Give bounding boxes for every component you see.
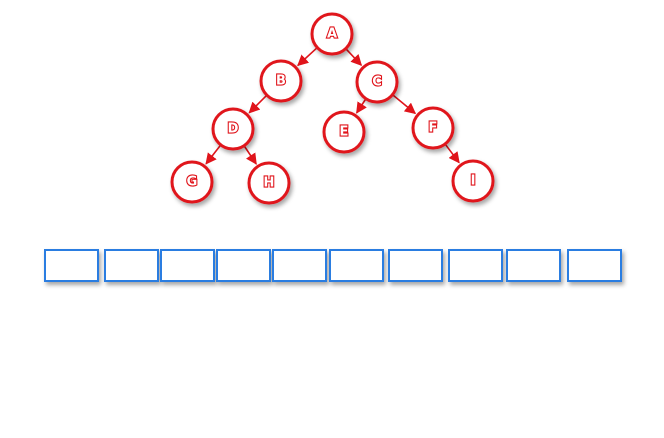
array-slot-2 (160, 249, 215, 282)
node-label-d: D (228, 122, 239, 137)
node-label-f: F (429, 121, 438, 136)
array-slot-9 (567, 249, 622, 282)
tree-node-i: I (451, 159, 495, 203)
node-label-a: A (327, 27, 337, 42)
edge-d-h (243, 146, 257, 165)
tree-node-h: H (247, 161, 291, 205)
array-slot-8 (506, 249, 561, 282)
node-label-i: I (471, 174, 476, 189)
tree-node-d: D (211, 107, 255, 151)
edge-f-i (445, 144, 460, 164)
tree-node-e: E (322, 110, 366, 154)
tree-nodes: A B C D E F G H (170, 12, 495, 205)
array-slots (44, 249, 622, 282)
node-label-c: C (372, 75, 382, 90)
tree-node-g: G (170, 160, 214, 204)
node-label-h: H (264, 176, 275, 191)
edge-b-d (248, 95, 267, 114)
node-label-e: E (340, 125, 349, 140)
tree-edges (205, 47, 460, 165)
edge-a-b (297, 47, 318, 67)
tree-node-f: F (411, 106, 455, 150)
tree-node-b: B (259, 59, 303, 103)
array-slot-3 (216, 249, 271, 282)
array-slot-4 (272, 249, 327, 282)
tree-node-c: C (355, 60, 399, 104)
edge-c-f (392, 94, 417, 115)
node-label-g: G (187, 175, 198, 190)
array-slot-0 (44, 249, 99, 282)
array-slot-7 (448, 249, 503, 282)
tree-node-a: A (310, 12, 354, 56)
array-slot-1 (104, 249, 159, 282)
node-label-b: B (276, 74, 286, 89)
edge-a-c (345, 48, 363, 67)
array-slot-5 (329, 249, 384, 282)
edge-d-g (205, 145, 221, 165)
array-slot-6 (388, 249, 443, 282)
edge-c-e (356, 99, 367, 114)
